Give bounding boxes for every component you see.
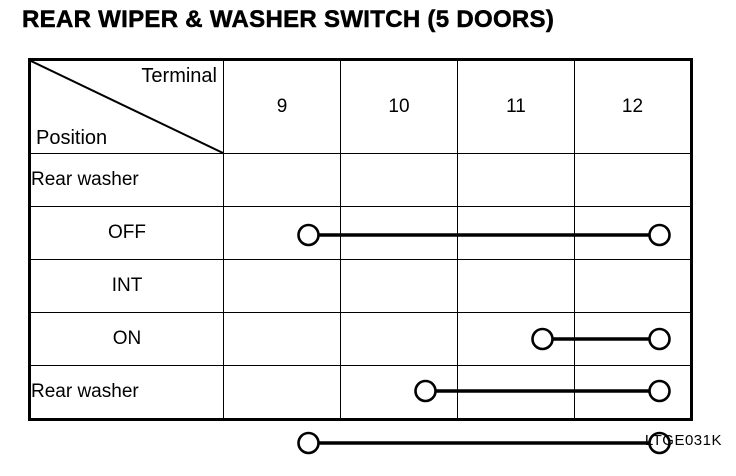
table-row: ON: [29, 312, 692, 366]
position-cell: INT: [29, 259, 224, 313]
contact-cell-11: [457, 206, 575, 260]
contact-cell-9: [223, 206, 341, 260]
contact-cell-9: [223, 312, 341, 366]
continuity-table: Terminal Position 9 10 11 12 Rear washer…: [28, 58, 693, 421]
table-row: INT: [29, 259, 692, 313]
contact-cell-11: [457, 365, 575, 420]
contact-cell-11: [457, 312, 575, 366]
contact-node-9: [297, 431, 320, 455]
contact-cell-12: [574, 259, 692, 313]
terminal-header-12: 12: [574, 59, 692, 154]
page-title: REAR WIPER & WASHER SWITCH (5 DOORS): [22, 6, 555, 33]
contact-cell-12: [574, 153, 692, 207]
position-cell: Rear washer: [29, 365, 224, 420]
contact-cell-10: [340, 153, 458, 207]
table-header-row: Terminal Position 9 10 11 12: [29, 59, 692, 154]
table-row: Rear washer: [29, 365, 692, 420]
position-axis-label: Position: [36, 127, 108, 149]
terminal-header-10: 10: [340, 59, 458, 154]
header-corner-cell: Terminal Position: [29, 59, 224, 154]
terminal-axis-label: Terminal: [141, 65, 217, 87]
contact-cell-12: [574, 365, 692, 420]
terminal-header-11: 11: [457, 59, 575, 154]
contact-cell-9: [223, 259, 341, 313]
contact-cell-9: [223, 365, 341, 420]
contact-cell-10: [340, 312, 458, 366]
contact-cell-10: [340, 206, 458, 260]
contact-cell-10: [340, 259, 458, 313]
position-cell: OFF: [29, 206, 224, 260]
position-cell: ON: [29, 312, 224, 366]
table-row: Rear washer: [29, 153, 692, 207]
position-cell: Rear washer: [29, 153, 224, 207]
contact-cell-12: [574, 206, 692, 260]
contact-cell-11: [457, 153, 575, 207]
terminal-header-9: 9: [223, 59, 341, 154]
contact-cell-12: [574, 312, 692, 366]
figure-caption: LTGE031K: [644, 432, 722, 449]
contact-cell-10: [340, 365, 458, 420]
table-row: OFF: [29, 206, 692, 260]
contact-cell-11: [457, 259, 575, 313]
switch-continuity-table: Terminal Position 9 10 11 12 Rear washer…: [28, 58, 693, 455]
contact-cell-9: [223, 153, 341, 207]
